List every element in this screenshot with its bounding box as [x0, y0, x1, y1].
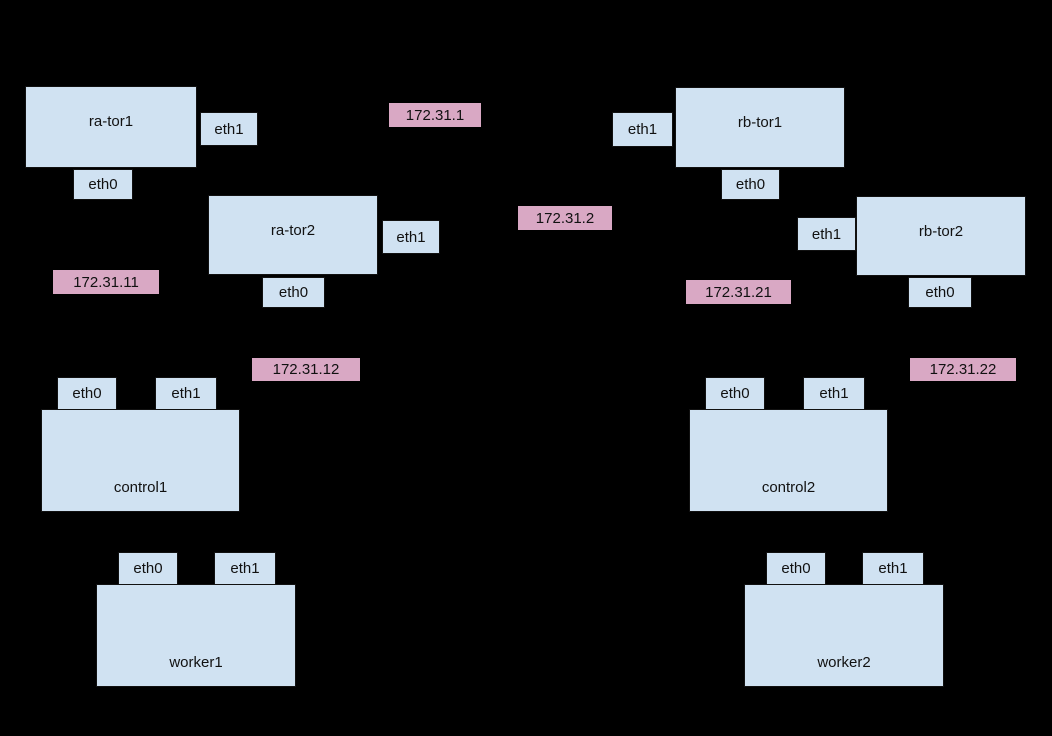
node-label-worker2: worker2	[817, 654, 871, 671]
interface-rb-tor1-eth0[interactable]: eth0	[721, 169, 780, 200]
node-rb-tor2[interactable]: rb-tor2	[856, 196, 1026, 276]
interface-ra-tor1-eth1[interactable]: eth1	[200, 112, 258, 146]
interface-rb-tor1-eth1[interactable]: eth1	[612, 112, 673, 147]
node-label-ra-tor1: ra-tor1	[88, 113, 134, 130]
net-label-net-172-31-12: 172.31.12	[252, 358, 360, 381]
node-label-ra-tor2: ra-tor2	[270, 222, 316, 239]
net-label-net-172-31-2: 172.31.2	[518, 206, 612, 230]
node-ra-tor1[interactable]: ra-tor1	[25, 86, 197, 168]
node-worker1[interactable]: worker1	[96, 584, 296, 687]
node-rb-tor1[interactable]: rb-tor1	[675, 87, 845, 168]
node-label-control1: control1	[113, 479, 168, 496]
interface-control1-eth0[interactable]: eth0	[57, 377, 117, 410]
node-label-rb-tor2: rb-tor2	[918, 223, 964, 240]
node-control1[interactable]: control1	[41, 409, 240, 512]
interface-control1-eth1[interactable]: eth1	[155, 377, 217, 410]
node-label-worker1: worker1	[169, 654, 223, 671]
interface-ra-tor1-eth0[interactable]: eth0	[73, 169, 133, 200]
node-control2[interactable]: control2	[689, 409, 888, 512]
interface-rb-tor2-eth0[interactable]: eth0	[908, 277, 972, 308]
net-label-net-172-31-22: 172.31.22	[910, 358, 1016, 381]
interface-control2-eth0[interactable]: eth0	[705, 377, 765, 410]
interface-worker2-eth0[interactable]: eth0	[766, 552, 826, 585]
net-label-net-172-31-1: 172.31.1	[389, 103, 481, 127]
interface-worker1-eth0[interactable]: eth0	[118, 552, 178, 585]
interface-ra-tor2-eth1[interactable]: eth1	[382, 220, 440, 254]
interface-worker1-eth1[interactable]: eth1	[214, 552, 276, 585]
interface-control2-eth1[interactable]: eth1	[803, 377, 865, 410]
net-label-net-172-31-11: 172.31.11	[53, 270, 159, 294]
node-ra-tor2[interactable]: ra-tor2	[208, 195, 378, 275]
interface-rb-tor2-eth1[interactable]: eth1	[797, 217, 856, 251]
node-label-rb-tor1: rb-tor1	[737, 114, 783, 131]
node-label-control2: control2	[761, 479, 816, 496]
node-worker2[interactable]: worker2	[744, 584, 944, 687]
interface-ra-tor2-eth0[interactable]: eth0	[262, 277, 325, 308]
net-label-net-172-31-21: 172.31.21	[686, 280, 791, 304]
interface-worker2-eth1[interactable]: eth1	[862, 552, 924, 585]
